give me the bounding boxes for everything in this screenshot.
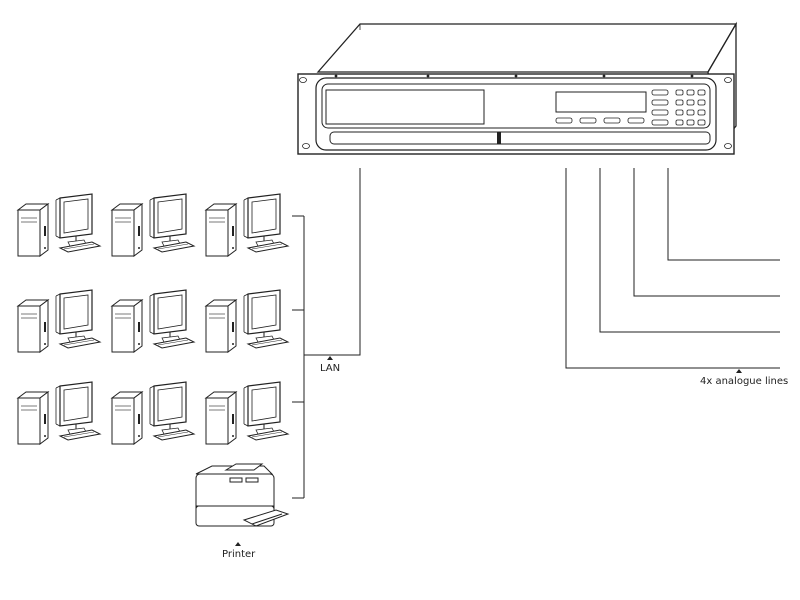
computer-icon — [205, 381, 289, 445]
server — [297, 21, 738, 155]
computer-icon — [205, 289, 289, 353]
computer-icon — [111, 193, 195, 257]
printer-caret — [235, 542, 241, 546]
computer-icon — [205, 193, 289, 257]
analogue-lines-caret — [736, 369, 742, 373]
computer-icon — [111, 289, 195, 353]
analogue-lines-label: 4x analogue lines — [700, 376, 789, 387]
computer-icon — [17, 381, 101, 445]
lan-caret — [327, 356, 333, 360]
computer-icon — [17, 289, 101, 353]
printer-icon — [195, 463, 290, 527]
computer-icon — [111, 381, 195, 445]
computer-icon — [17, 193, 101, 257]
printer-label: Printer — [222, 549, 256, 560]
lan-connections — [292, 168, 361, 499]
computers — [17, 193, 289, 445]
analogue-lines — [565, 168, 780, 369]
lan-label: LAN — [320, 363, 341, 374]
